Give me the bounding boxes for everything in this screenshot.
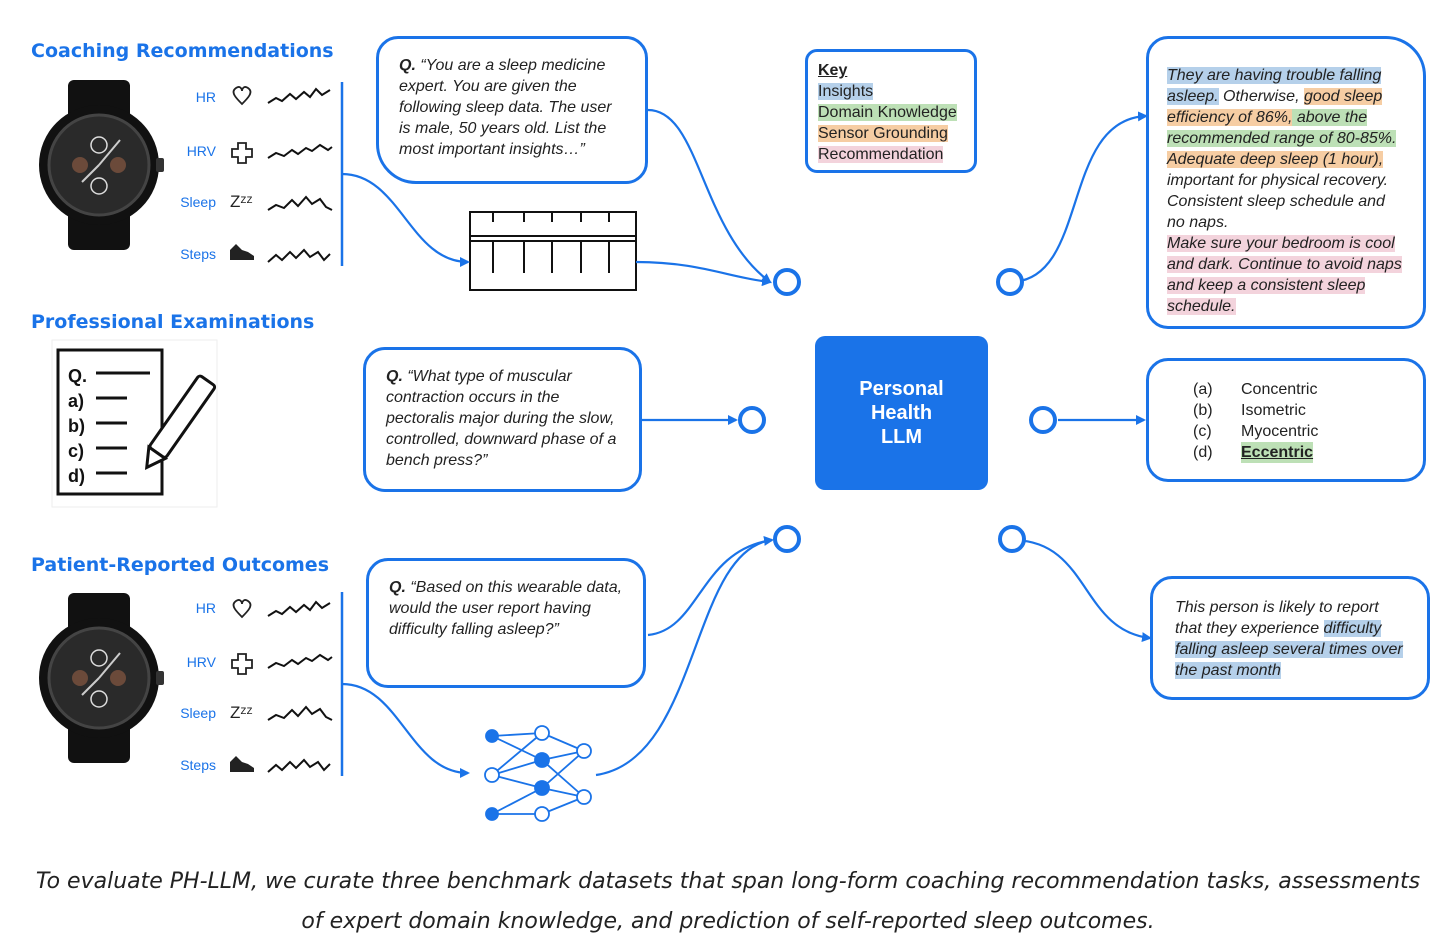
neural-network-icon bbox=[484, 725, 592, 822]
heart-icon bbox=[232, 599, 252, 619]
coaching-question-text: “You are a sleep medicine expert. You ar… bbox=[399, 57, 612, 158]
coaching-output-box: They are having trouble falling asleep. … bbox=[1146, 36, 1426, 329]
question-prefix: Q. bbox=[399, 57, 416, 74]
sensor-label-steps: Steps bbox=[180, 757, 216, 773]
output-node-middle bbox=[1029, 406, 1057, 434]
zzz-icon: Zᶻᶻ bbox=[230, 192, 253, 211]
sensor-label-hr: HR bbox=[195, 89, 216, 105]
answer-option-d: (d)Eccentric bbox=[1193, 442, 1314, 463]
exam-question-text: “What type of muscular contraction occur… bbox=[386, 368, 617, 469]
sensor-label-hrv: HRV bbox=[186, 654, 216, 670]
sensor-label-sleep: Sleep bbox=[180, 705, 216, 721]
coaching-section-title: Coaching Recommendations bbox=[31, 40, 334, 62]
heart-icon bbox=[232, 86, 252, 106]
exam-sheet-icon bbox=[51, 339, 218, 508]
personal-health-llm-box: Personal Health LLM bbox=[815, 336, 988, 490]
output-node-bottom bbox=[998, 525, 1026, 553]
patient-section-title: Patient-Reported Outcomes bbox=[31, 554, 330, 576]
legend-key-box: Key Insights Domain Knowledge Sensor Gro… bbox=[805, 49, 977, 173]
input-node-top bbox=[773, 268, 801, 296]
input-node-bottom bbox=[773, 525, 801, 553]
patient-output-plain: This person is likely to report that the… bbox=[1175, 599, 1379, 637]
answer-option-b: (b)Isometric bbox=[1193, 402, 1306, 419]
center-line-2: Health bbox=[870, 402, 933, 424]
data-table-icon bbox=[469, 211, 637, 291]
exam-answer-box: (a)Concentric (b)Isometric (c)Myocentric… bbox=[1146, 358, 1426, 482]
sensor-label-hr: HR bbox=[195, 600, 216, 616]
output-recommendation-text: Make sure your bedroom is cool and dark.… bbox=[1167, 235, 1402, 315]
answer-option-a: (a)Concentric bbox=[1193, 381, 1318, 398]
input-node-middle bbox=[738, 406, 766, 434]
sensor-label-steps: Steps bbox=[180, 246, 216, 262]
sneaker-icon bbox=[230, 244, 254, 260]
plus-medical-icon bbox=[231, 142, 253, 164]
sensor-label-hrv: HRV bbox=[186, 143, 216, 159]
patient-question-text: “Based on this wearable data, would the … bbox=[389, 579, 623, 638]
legend-title: Key bbox=[818, 62, 848, 79]
question-prefix: Q. bbox=[389, 579, 406, 596]
smartwatch-icon-bottom bbox=[39, 593, 164, 763]
legend-domain-knowledge: Domain Knowledge bbox=[818, 104, 957, 121]
sensor-label-sleep: Sleep bbox=[180, 194, 216, 210]
zzz-icon: Zᶻᶻ bbox=[230, 703, 253, 722]
exam-sheet-labels: Q. a) b) c) d) bbox=[68, 366, 88, 486]
center-line-1: Personal bbox=[859, 378, 944, 400]
plus-medical-icon bbox=[231, 653, 253, 675]
patient-question-box: Q. “Based on this wearable data, would t… bbox=[366, 558, 646, 688]
output-plain-text: Otherwise, bbox=[1218, 88, 1304, 105]
output-node-top bbox=[996, 268, 1024, 296]
legend-sensor-grounding: Sensor Grounding bbox=[818, 125, 948, 142]
sensor-traces-bottom bbox=[267, 600, 333, 773]
legend-insights: Insights bbox=[818, 83, 874, 100]
coaching-question-box: Q. “You are a sleep medicine expert. You… bbox=[376, 36, 648, 184]
legend-recommendation: Recommendation bbox=[818, 146, 944, 163]
smartwatch-icon-top bbox=[39, 80, 164, 250]
sensor-traces-top bbox=[267, 87, 333, 263]
answer-option-c: (c)Myocentric bbox=[1193, 423, 1319, 440]
output-sensor-text-2: Adequate deep sleep (1 hour), bbox=[1167, 151, 1384, 168]
sneaker-icon bbox=[230, 756, 254, 772]
professional-section-title: Professional Examinations bbox=[31, 311, 315, 333]
output-plain-text-2: important for physical recovery. Consist… bbox=[1167, 172, 1389, 231]
patient-output-box: This person is likely to report that the… bbox=[1150, 576, 1430, 700]
center-line-3: LLM bbox=[880, 426, 923, 448]
exam-question-box: Q. “What type of muscular contraction oc… bbox=[363, 347, 642, 492]
figure-caption: To evaluate PH-LLM, we curate three benc… bbox=[35, 869, 1421, 934]
question-prefix: Q. bbox=[386, 368, 403, 385]
